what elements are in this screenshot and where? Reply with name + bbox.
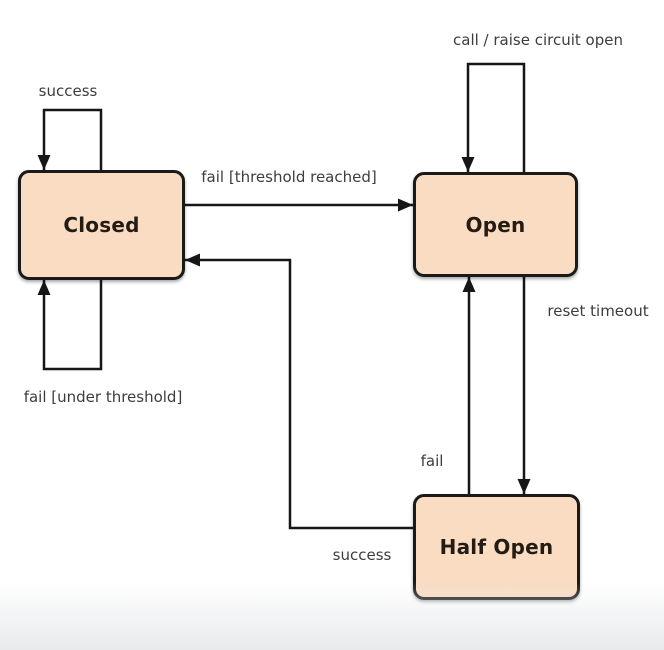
state-node-half-open: Half Open <box>413 494 580 600</box>
transition-label-fail: fail <box>420 452 444 470</box>
state-label-closed: Closed <box>63 213 140 237</box>
edge-open-self-call-raise <box>461 62 526 172</box>
transition-label-fail-under-threshold: fail [under threshold] <box>23 388 183 406</box>
transition-label-half-open-success: success <box>332 546 392 564</box>
state-node-closed: Closed <box>18 170 185 280</box>
state-label-open: Open <box>465 212 526 237</box>
transition-label-call-raise-circuit-open: call / raise circuit open <box>453 31 623 49</box>
transition-label-closed-success: success <box>38 82 98 100</box>
state-node-open: Open <box>413 172 578 277</box>
transition-label-reset-timeout: reset timeout <box>547 302 649 320</box>
transition-label-fail-threshold-reached: fail [threshold reached] <box>201 168 377 186</box>
edge-closed-self-fail-under <box>37 280 103 371</box>
edge-half-open-to-closed <box>185 253 413 530</box>
edge-closed-self-success <box>37 108 103 170</box>
state-label-half-open: Half Open <box>439 535 554 559</box>
